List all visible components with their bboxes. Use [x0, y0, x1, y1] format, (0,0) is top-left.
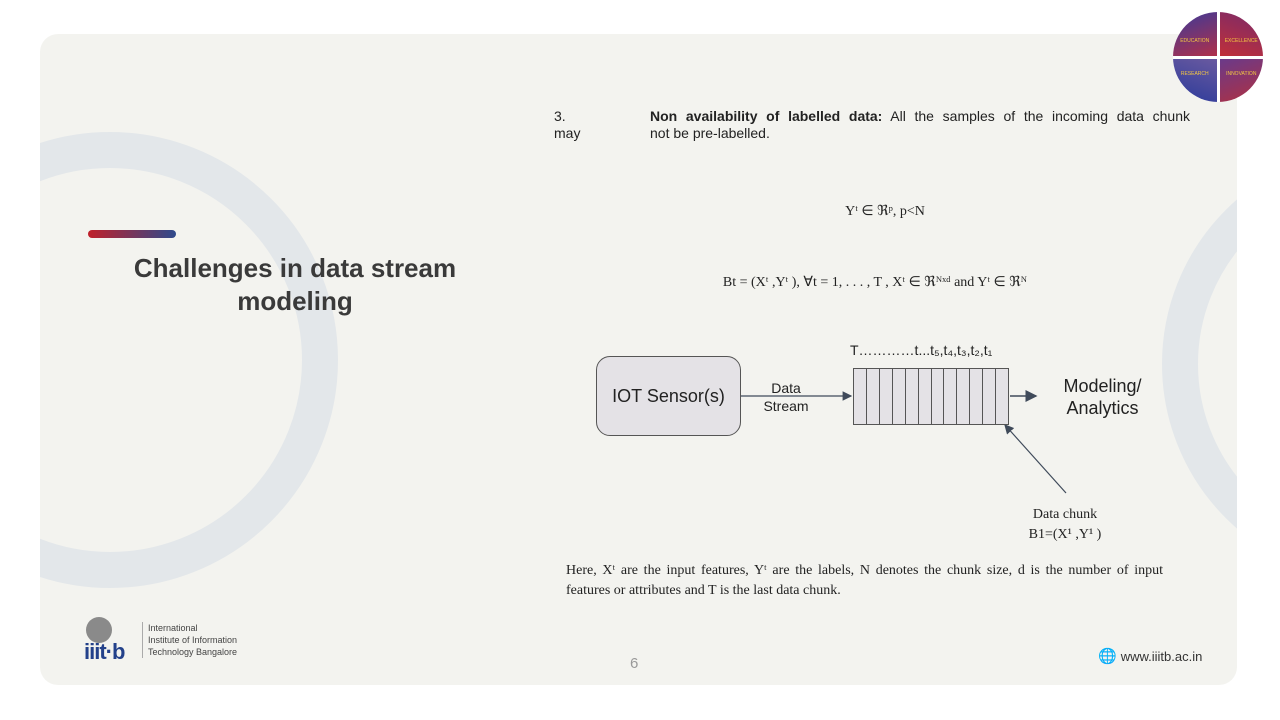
- page-number: 6: [630, 655, 639, 672]
- output-label-1: Modeling/: [1063, 376, 1142, 396]
- chunk-cell: [957, 369, 971, 424]
- iot-sensor-box: IOT Sensor(s): [596, 356, 741, 436]
- chunk-cell: [919, 369, 932, 424]
- chunk-label: Data chunk B1=(X¹ ,Y¹ ): [1010, 505, 1120, 545]
- point-number-cont: may: [554, 125, 581, 141]
- chunk-cell: [880, 369, 893, 424]
- chunk-arrow: [1004, 424, 1067, 494]
- institute-name-2: Institute of Information: [148, 635, 238, 645]
- title-accent-bar: [88, 230, 176, 238]
- chunk-cell: [867, 369, 880, 424]
- globe-icon: 🌐: [1098, 648, 1117, 665]
- point-3: 3. Non availability of labelled data: Al…: [554, 108, 1190, 142]
- stream-label: Data Stream: [758, 379, 814, 415]
- stream-label-1: Data: [771, 380, 801, 396]
- website-link[interactable]: 🌐 www.iiitb.ac.in: [1098, 647, 1202, 665]
- website-text: www.iiitb.ac.in: [1120, 648, 1203, 664]
- point-heading: Non availability of labelled data:: [650, 108, 883, 124]
- chunk-cell: [996, 369, 1008, 424]
- time-label: T…………t...t₅,t₄,t₃,t₂,t₁: [850, 342, 993, 358]
- chunk-label-2: B1=(X¹ ,Y¹ ): [1028, 527, 1102, 542]
- slide-title: Challenges in data stream modeling: [133, 253, 457, 316]
- institute-name-1: International: [148, 623, 198, 633]
- data-chunk-buffer: [853, 368, 1009, 425]
- chunk-cell: [906, 369, 919, 424]
- equation-2: Bt = (Xᵗ ,Yᵗ ), ∀t = 1, . . . , T , Xᵗ ∈…: [722, 275, 1028, 290]
- chunk-cell: [983, 369, 997, 424]
- logo-text: iiit·b: [84, 639, 125, 664]
- iiitb-logo: iiit·b International Institute of Inform…: [84, 617, 238, 664]
- stream-label-2: Stream: [763, 398, 809, 414]
- chunk-label-1: Data chunk: [1032, 507, 1098, 522]
- iiitb-emblem-icon: iiit·b: [84, 617, 142, 664]
- chunk-cell: [932, 369, 945, 424]
- decorative-arcs: [40, 132, 1237, 588]
- badge-logo: EDUCATION EXCELLENCE RESEARCH INNOVATION: [1173, 12, 1263, 102]
- point-number: 3.: [554, 108, 566, 124]
- institute-name-3: Technology Bangalore: [148, 647, 238, 657]
- point-text: All the samples of the incoming data chu…: [890, 108, 1190, 124]
- output-label: Modeling/ Analytics: [1055, 375, 1150, 419]
- point-text-cont: not be pre-labelled.: [650, 125, 770, 141]
- chunk-cell: [944, 369, 958, 424]
- chunk-cell: [970, 369, 984, 424]
- footnote: Here, Xᵗ are the input features, Yᵗ are …: [566, 563, 1163, 598]
- output-label-2: Analytics: [1066, 398, 1139, 418]
- equation-1: Yᵗ ∈ ℜᵖ, p<N: [845, 204, 925, 219]
- chunk-cell: [854, 369, 867, 424]
- chunk-cell: [893, 369, 906, 424]
